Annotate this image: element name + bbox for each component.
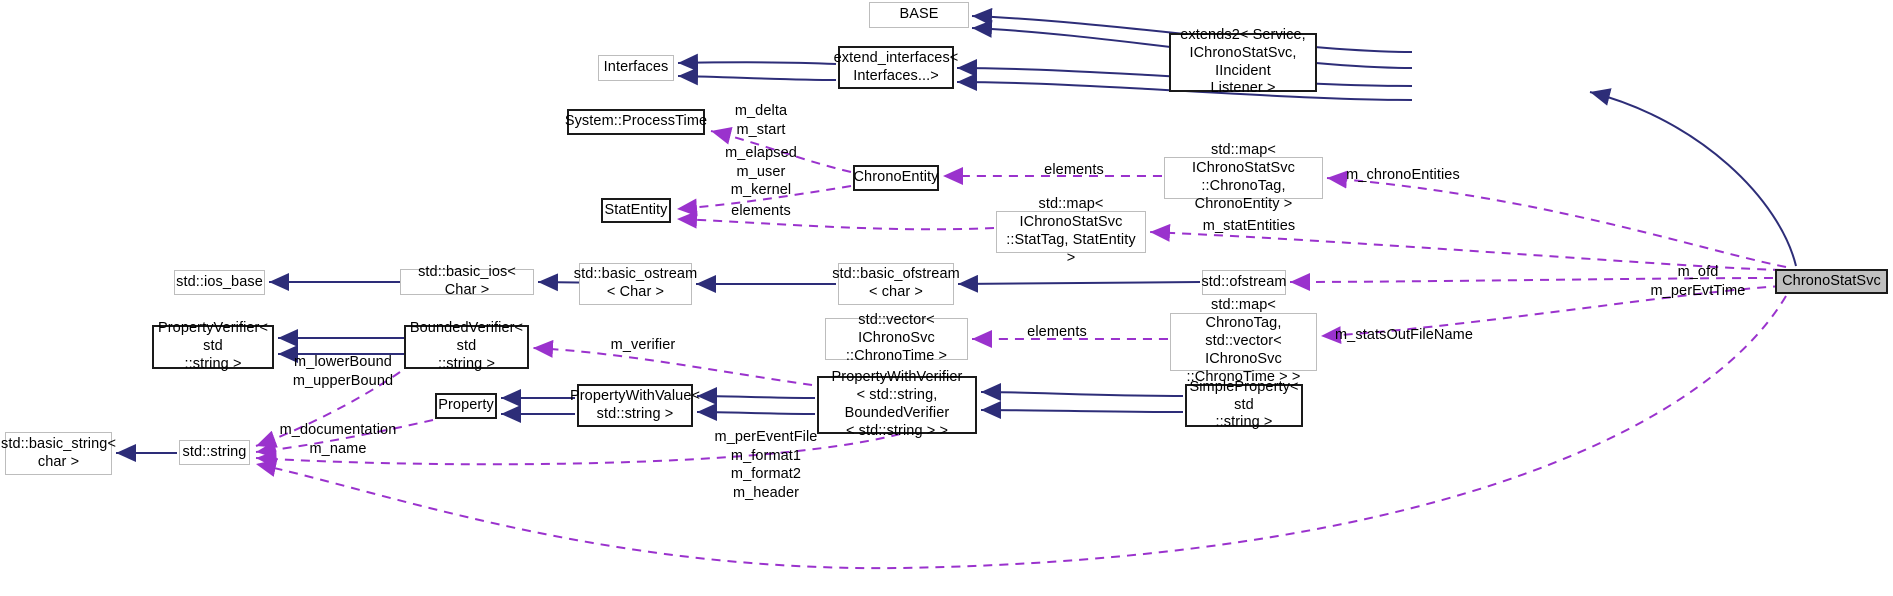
edge-label-m-statentities: m_statEntities <box>1202 218 1296 234</box>
edge-label-m-delta-m-start: m_delta m_start <box>734 103 788 138</box>
edge-label-m-verifier: m_verifier <box>610 337 676 353</box>
node-std-basic-ios[interactable]: std::basic_ios< Char > <box>400 264 534 298</box>
node-map-stattag-statentity[interactable]: std::map< IChronoStatSvc ::StatTag, Stat… <box>996 196 1146 266</box>
node-extends2[interactable]: extends2< Service, IChronoStatSvc, IInci… <box>1169 27 1317 96</box>
node-std-string[interactable]: std::string <box>179 440 250 465</box>
node-propertywithverifier[interactable]: PropertyWithVerifier < std::string, Boun… <box>817 369 977 439</box>
node-system-processtime[interactable]: System::ProcessTime <box>565 109 707 135</box>
edge-label-m-statsoutfilename: m_statsOutFileName <box>1335 327 1473 343</box>
node-chronostatsvc[interactable]: ChronoStatSvc <box>1775 269 1888 294</box>
node-std-basic-ofstream[interactable]: std::basic_ofstream < char > <box>832 263 960 305</box>
edge-label-elements-vector: elements <box>1027 324 1087 340</box>
edge-label-m-elapsed-m-user-m-kernel: m_elapsed m_user m_kernel <box>725 145 797 199</box>
edge-label-m-documentation-m-name: m_documentation m_name <box>279 422 397 457</box>
edge-label-m-lowerbound-m-upperbound: m_lowerBound m_upperBound <box>292 354 394 389</box>
node-std-ios-base[interactable]: std::ios_base <box>174 270 265 295</box>
node-map-chronotag-chronoentity[interactable]: std::map< IChronoStatSvc ::ChronoTag, Ch… <box>1164 142 1323 212</box>
edge-label-m-ofd-m-perevttime: m_ofd m_perEvtTime <box>1650 264 1746 299</box>
node-base[interactable]: BASE <box>869 2 969 28</box>
node-std-basic-string[interactable]: std::basic_string< char > <box>1 432 116 475</box>
node-vector-chronotime[interactable]: std::vector< IChronoSvc ::ChronoTime > <box>825 312 968 364</box>
node-std-ofstream[interactable]: std::ofstream <box>1201 270 1286 295</box>
edge-label-elements-chronoentity: elements <box>1044 162 1104 178</box>
node-extend-interfaces[interactable]: extend_interfaces< Interfaces...> <box>834 46 958 89</box>
node-simpleproperty[interactable]: SimpleProperty< std ::string > <box>1185 379 1303 430</box>
node-property[interactable]: Property <box>435 393 497 419</box>
node-interfaces[interactable]: Interfaces <box>598 55 674 81</box>
node-std-basic-ostream[interactable]: std::basic_ostream < Char > <box>574 263 697 305</box>
node-map-chronotag-vector[interactable]: std::map< ChronoTag, std::vector< IChron… <box>1170 297 1317 385</box>
node-chronoentity[interactable]: ChronoEntity <box>853 165 939 191</box>
edge-label-m-chronoentities: m_chronoEntities <box>1346 167 1460 183</box>
edge-label-m-perevent-formats: m_perEventFile m_format1 m_format2 m_hea… <box>714 429 818 501</box>
node-propertywithvalue[interactable]: PropertyWithValue< std::string > <box>570 384 700 427</box>
edge-label-elements-statentity: elements <box>731 203 791 219</box>
node-boundedverifier[interactable]: BoundedVerifier< std ::string > <box>404 320 529 372</box>
node-propertyverifier[interactable]: PropertyVerifier< std ::string > <box>152 320 274 372</box>
node-statentity[interactable]: StatEntity <box>601 198 671 223</box>
